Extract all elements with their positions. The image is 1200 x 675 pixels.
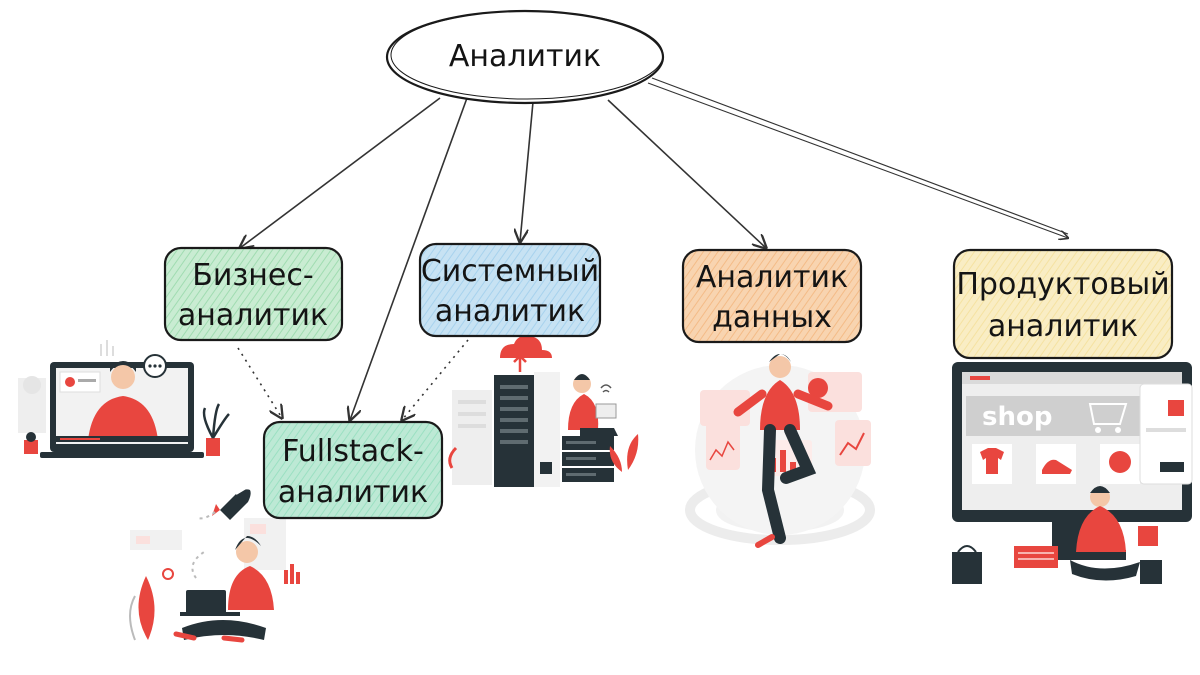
edge-root-data xyxy=(607,99,766,248)
edge-root-product xyxy=(647,82,1068,238)
node-product-line2: аналитик xyxy=(988,309,1138,344)
edge-root-fullstack xyxy=(350,97,468,420)
laptop-rocket-illustration xyxy=(129,487,300,643)
server-rack-illustration xyxy=(448,335,639,487)
node-data-line2: данных xyxy=(712,300,832,335)
root-node: Аналитик xyxy=(385,9,665,105)
node-product-analyst: Продуктовый аналитик xyxy=(952,248,1174,360)
node-business-line1: Бизнес- xyxy=(192,258,313,293)
video-call-illustration xyxy=(18,340,230,458)
node-system-line2: аналитик xyxy=(435,294,585,329)
data-dashboard-illustration xyxy=(685,354,875,548)
node-business-analyst: Бизнес- аналитик xyxy=(163,246,344,342)
node-system-line1: Системный xyxy=(421,254,599,289)
node-data-line1: Аналитик xyxy=(696,260,848,295)
node-fullstack-line2: аналитик xyxy=(278,475,428,510)
node-system-analyst: Системный аналитик xyxy=(418,242,602,338)
node-product-line1: Продуктовый xyxy=(956,267,1169,302)
node-fullstack-line1: Fullstack- xyxy=(282,434,424,469)
node-business-line2: аналитик xyxy=(178,298,328,333)
edges xyxy=(237,77,1069,420)
root-label: Аналитик xyxy=(449,39,601,74)
edge-root-business xyxy=(240,97,441,248)
dotted-business-fullstack xyxy=(237,347,282,418)
edge-root-product-double xyxy=(651,77,1069,235)
shop-sign: shop xyxy=(982,402,1052,432)
node-data-analyst: Аналитик данных xyxy=(681,248,863,344)
node-fullstack-analyst: Fullstack- аналитик xyxy=(262,420,444,520)
edge-root-system xyxy=(520,101,534,242)
online-shop-illustration: shop xyxy=(952,362,1193,584)
